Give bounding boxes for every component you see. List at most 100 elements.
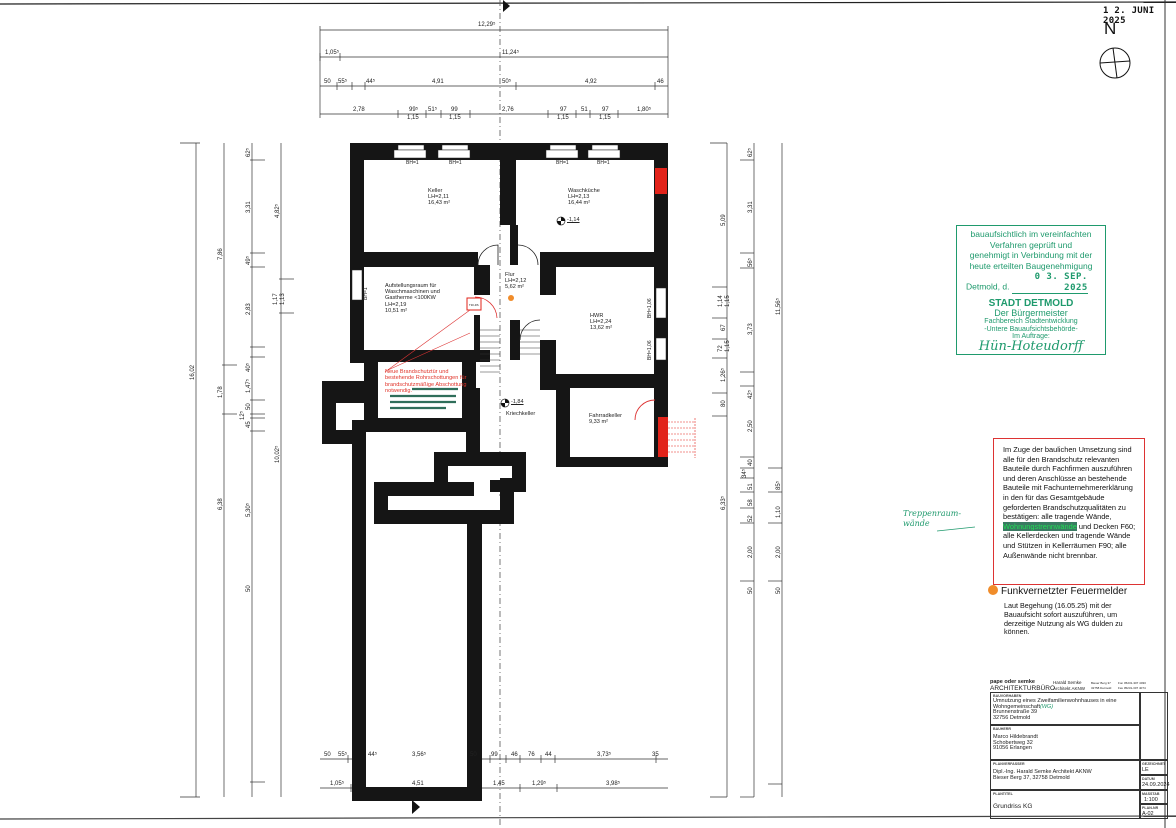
dim-label: 1,13 bbox=[280, 293, 286, 305]
client-line: Schobertweg 32 bbox=[993, 739, 1033, 746]
dim-label: 40⁵ bbox=[246, 362, 252, 372]
compass-icon bbox=[1100, 48, 1130, 78]
smoke-detector-icon bbox=[988, 585, 998, 595]
dim-label: 51 bbox=[748, 483, 754, 490]
dim-label: 52 bbox=[748, 515, 754, 522]
field-label: DATUM bbox=[1142, 777, 1155, 781]
dim-label: 46 bbox=[511, 752, 518, 758]
dim-label: 44 bbox=[545, 752, 552, 758]
dim-label: 1,14 bbox=[718, 295, 724, 307]
dim-label: 99 bbox=[451, 107, 458, 113]
dim-label: 97 bbox=[602, 107, 609, 113]
handwritten-wg: (WG) bbox=[1039, 703, 1054, 710]
dim-label: 50 bbox=[776, 587, 782, 594]
dim-label: 2,00 bbox=[748, 546, 754, 558]
window-label: BH=1,06 bbox=[647, 298, 653, 318]
client-text: Marco Hildebrandt Schobertweg 32 91056 E… bbox=[991, 732, 1139, 752]
handwritten-annotation: Treppenraum- wände bbox=[903, 509, 961, 529]
dim-label: 3,31 bbox=[748, 201, 754, 213]
stamp-signature: Hün-Hoteudorff bbox=[978, 338, 1084, 354]
plan-title-box: PLANTITEL Grundriss KG bbox=[990, 790, 1140, 819]
dim-label: 1,15 bbox=[725, 295, 731, 307]
window-label: BH=1 bbox=[556, 160, 569, 166]
hand-line: Treppenraum- bbox=[903, 509, 962, 518]
dim-label: 55⁵ bbox=[338, 752, 348, 758]
dim-label: 1,78 bbox=[218, 386, 224, 398]
dim-label: 1,05⁵ bbox=[330, 781, 345, 787]
field-label: PLANVERFASSER bbox=[993, 762, 1025, 766]
room-height: LH=2,24 bbox=[590, 319, 612, 326]
red-note-line: notwendig. bbox=[385, 388, 413, 395]
stamp-date-row: Detmold, d. 0 3. SEP. 2025 bbox=[957, 272, 1105, 294]
dim-label: 50 bbox=[324, 752, 331, 758]
dim-label: 3,31 bbox=[246, 201, 252, 213]
firm-name: pape oder semke bbox=[990, 679, 1035, 685]
project-line: Brunnenstraße 39 bbox=[993, 709, 1038, 715]
note-text: Im Zuge der baulichen Umsetzung sind all… bbox=[1003, 445, 1133, 522]
dim-label: 1,05⁵ bbox=[325, 50, 340, 56]
room-name: HWR bbox=[590, 313, 604, 319]
field-label: GEZEICHNET bbox=[1142, 762, 1166, 766]
field-label: PLAN-NR bbox=[1142, 806, 1159, 810]
dim-label: 50 bbox=[748, 587, 754, 594]
client-box: BAUHERR Marco Hildebrandt Schobertweg 32… bbox=[990, 725, 1140, 760]
dim-label: 99⁵ bbox=[409, 107, 419, 113]
room-area: 13,62 m² bbox=[590, 325, 613, 332]
architect-title: Architekt AKNW bbox=[1053, 686, 1086, 691]
architect-name: Harald Semke bbox=[1053, 680, 1082, 685]
stamp-line: genehmigt in Verbindung mit der bbox=[969, 250, 1093, 260]
dim-label: 4,82⁵ bbox=[275, 203, 281, 218]
room-name: Keller bbox=[428, 188, 443, 194]
room-flur: Flur LH=2,12 5,62 m² bbox=[505, 272, 526, 291]
dim-label: 11,56⁵ bbox=[776, 297, 782, 315]
dim-label: 1,47⁵ bbox=[246, 378, 252, 393]
dim-label: 3,73 bbox=[748, 323, 754, 335]
project-line: Umnutzung eines Zweifamilienwohnhauses i… bbox=[993, 698, 1117, 704]
dim-label: 2,50 bbox=[748, 420, 754, 432]
room-area: 5,62 m² bbox=[505, 284, 524, 291]
stamp-dept: Fachbereich Stadtentwicklung bbox=[984, 318, 1078, 325]
dim-label: 62⁵ bbox=[748, 147, 754, 157]
room-name: Kriechkeller bbox=[506, 411, 536, 417]
drawn-by-value: LE bbox=[1142, 767, 1149, 773]
dim-label: 4,91 bbox=[432, 79, 444, 85]
dim-label: 1,15 bbox=[725, 340, 731, 352]
dim-label: 55⁵ bbox=[338, 79, 348, 85]
dim-label: 80 bbox=[721, 400, 727, 407]
room-kriechkeller: Kriechkeller bbox=[506, 411, 535, 417]
dim-label: 1,29⁵ bbox=[532, 781, 547, 787]
firm-address: Bieser Berg 37 bbox=[1091, 681, 1111, 685]
dim-label: 2,76 bbox=[502, 107, 514, 113]
dim-label: 85⁵ bbox=[776, 480, 782, 490]
dim-label: 58 bbox=[748, 499, 754, 506]
client-line: 91056 Erlangen bbox=[993, 745, 1032, 751]
planner-line: Dipl.-Ing. Harald Semke Architekt AKNW bbox=[993, 769, 1092, 775]
red-note-line: bestehende Rohrschottungen für bbox=[385, 375, 467, 382]
room-hwr: HWR LH=2,24 13,62 m² bbox=[590, 313, 612, 332]
red-note-line: Neue Brandschutztür und bbox=[385, 369, 449, 375]
room-keller: Keller LH=2,11 16,43 m² bbox=[428, 188, 450, 207]
dim-label: 1,15 bbox=[557, 115, 569, 121]
dim-label: 76 bbox=[528, 752, 535, 758]
legend-title: Funkvernetzter Feuermelder bbox=[1001, 586, 1128, 597]
empty-box bbox=[1140, 692, 1168, 760]
dim-label: 3,56⁵ bbox=[412, 752, 427, 758]
title-block: pape oder semke ARCHITEKTURBÜRO Harald S… bbox=[990, 679, 1170, 819]
note-text: und Decken F60; alle Kellerdecken und tr… bbox=[1003, 521, 1136, 560]
client-line: Marco Hildebrandt bbox=[993, 734, 1038, 740]
project-line: 32756 Detmold bbox=[993, 714, 1031, 721]
dim-label: 97 bbox=[560, 107, 567, 113]
plan-no-value: A-02 bbox=[1142, 811, 1154, 817]
plan-no-box: PLAN-NR A-02 bbox=[1140, 804, 1168, 819]
window-label: BH=1 bbox=[406, 160, 419, 166]
scale-box: MASSTAB 1:100 bbox=[1140, 790, 1168, 804]
dim-label: 4,51 bbox=[412, 781, 424, 787]
stamp-date: 0 3. SEP. 2025 bbox=[1011, 272, 1088, 294]
dim-label: 44⁵ bbox=[368, 752, 378, 758]
dim-label: 1,17 bbox=[273, 293, 279, 305]
dim-label: 5,09 bbox=[721, 214, 727, 226]
dim-label: 49⁵ bbox=[246, 255, 252, 265]
room-height: LH=2,11 bbox=[428, 194, 449, 201]
room-name: Fahrradkeller bbox=[589, 413, 622, 419]
legend-smoke-detector: Funkvernetzter Feuermelder bbox=[988, 585, 1127, 597]
